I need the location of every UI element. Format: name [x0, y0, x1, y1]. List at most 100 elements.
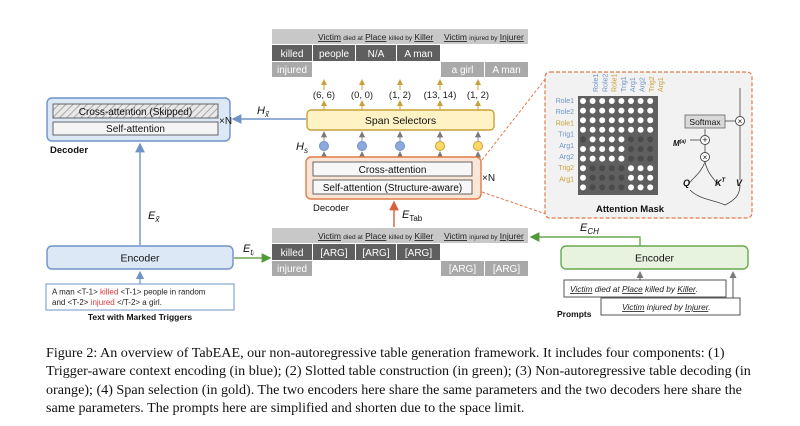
mask-cell — [618, 165, 625, 172]
span-outputs: (6, 6) (0, 0) (1, 2) (13, 14) (1, 2) — [313, 79, 489, 110]
span-selectors-label: Span Selectors — [365, 115, 436, 127]
mask-cell — [637, 155, 644, 162]
mask-cell — [628, 155, 634, 162]
mask-cell — [589, 174, 596, 181]
top-table-header-left: Victim died at Place killed by Killer — [318, 32, 433, 42]
mask-row-label: Trig1 — [558, 132, 574, 139]
mask-cell — [628, 174, 634, 181]
mask-col-label: Arg2 — [640, 77, 647, 92]
h-s-label: Hs — [296, 141, 308, 155]
v-label: V — [736, 178, 743, 188]
mask-row-label: Arg2 — [559, 154, 574, 161]
mask-cell — [589, 136, 596, 143]
mask-cell — [647, 98, 654, 104]
q-label: Q — [683, 178, 690, 188]
prompt-2: Victim injured by Injurer. — [622, 302, 711, 312]
tabeae-diagram: Cross-attention (Skipped) Self-attention… — [45, 29, 753, 322]
center-decoder-times-n: ×N — [482, 173, 495, 184]
mask-cell — [580, 155, 586, 162]
mask-cell — [580, 184, 586, 191]
mask-cell — [618, 117, 625, 124]
h-s-node-5 — [473, 141, 483, 151]
mask-cell — [608, 184, 615, 191]
attention-mask-label: Attention Mask — [596, 204, 665, 215]
e-t-label: Etᵢ — [243, 243, 255, 257]
mask-cell — [647, 136, 654, 143]
mask-cell — [608, 136, 615, 143]
mask-cell — [637, 136, 644, 143]
mask-cell — [637, 165, 644, 172]
prompt-1-box — [563, 279, 727, 298]
bottom-table: Victim died at Place killed by Killer Vi… — [272, 228, 528, 276]
mask-cell — [608, 98, 615, 104]
left-self-attention-label: Self-attention — [106, 124, 165, 135]
mask-cell — [608, 165, 615, 172]
mask-cell — [599, 184, 606, 191]
mask-cell — [628, 126, 634, 133]
mask-cell — [599, 117, 606, 124]
span-5: (1, 2) — [467, 90, 489, 101]
mask-cell — [637, 126, 644, 133]
mask-cell — [637, 184, 644, 191]
svg-text:×: × — [703, 153, 708, 162]
h-s-node-2 — [357, 141, 367, 151]
top-table-r1c4: A man — [404, 49, 432, 60]
mask-cell — [580, 107, 586, 114]
left-decoder: Cross-attention (Skipped) Self-attention… — [46, 97, 232, 156]
prompts: Victim died at Place killed by Killer. V… — [557, 279, 741, 319]
mask-row-label: Role1 — [556, 98, 574, 105]
mask-cell — [628, 98, 634, 104]
mask-cell — [618, 98, 625, 104]
top-table-header-bg — [272, 29, 528, 44]
mask-col-label: Role1 — [612, 74, 619, 92]
mask-cell — [608, 155, 615, 162]
top-table-r1c1: killed — [281, 49, 304, 60]
bottom-table-r1c3: [ARG] — [362, 248, 389, 259]
h-s-node-4 — [435, 141, 445, 151]
top-table-r2c3: A man — [492, 65, 520, 76]
mask-col-label: Trig1 — [621, 76, 628, 92]
h-s-node-3 — [395, 141, 405, 151]
bottom-table-r1c4: [ARG] — [405, 248, 432, 259]
mask-cell — [647, 174, 654, 181]
mask-cell — [618, 126, 625, 133]
softmax-box — [684, 114, 726, 129]
bottom-table-r1c1: killed — [281, 248, 304, 259]
center-decoder: Cross-attention Self-attention (Structur… — [305, 156, 495, 214]
mask-cell — [618, 174, 625, 181]
mask-row-label: Role1 — [556, 120, 574, 127]
svg-text:×: × — [738, 117, 743, 126]
e-ch-arrow — [529, 232, 641, 246]
mask-cell — [599, 165, 606, 172]
right-encoder-box — [560, 245, 749, 270]
center-self-attention-label: Self-attention (Structure-aware) — [323, 183, 463, 194]
span-4: (13, 14) — [424, 90, 457, 101]
mask-cell — [599, 155, 606, 162]
top-table-r2c2: a girl — [452, 65, 474, 76]
mask-row-label: Trig2 — [558, 165, 574, 172]
mask-cell — [589, 117, 596, 124]
span-3: (1, 2) — [389, 90, 411, 101]
mask-cell — [599, 174, 606, 181]
plus-circle — [700, 135, 710, 145]
mask-cell — [589, 107, 596, 114]
bottom-table-header-right: Victim injured by Injurer — [444, 231, 524, 241]
mask-cell — [628, 136, 634, 143]
mask-row-label: Arg1 — [559, 143, 574, 150]
mask-cell — [580, 117, 586, 124]
mask-cell — [628, 165, 634, 172]
zoom-dash-bottom — [481, 191, 547, 215]
mask-cell — [637, 174, 644, 181]
e-tab-label: ETab — [402, 209, 423, 223]
mask-cell — [589, 155, 596, 162]
e-ch-label: ECH — [580, 222, 599, 236]
bottom-table-header-left: Victim died at Place killed by Killer — [318, 231, 433, 241]
h-s-node-1 — [319, 141, 329, 151]
mask-cell — [637, 117, 644, 124]
mask-cell — [580, 146, 586, 152]
prompts-label: Prompts — [557, 309, 592, 319]
top-table-header-right: Victim injured by Injurer — [444, 32, 524, 42]
text-input-box — [45, 283, 235, 311]
figure-caption: Figure 2: An overview of TabEAE, our non… — [46, 345, 751, 417]
